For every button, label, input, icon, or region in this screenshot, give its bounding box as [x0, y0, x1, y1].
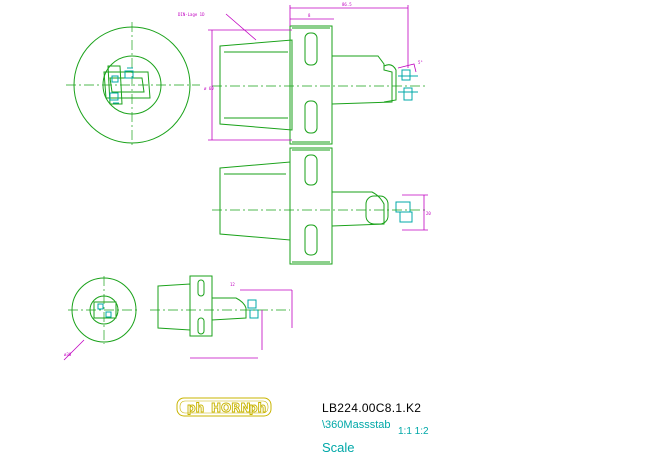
- logo-side-mark-left: ph: [187, 401, 204, 415]
- logo-side-mark-right: ph: [249, 401, 266, 415]
- logo-horn: ph HORN ph: [176, 397, 272, 417]
- end-view-small: ø30: [63, 276, 140, 361]
- scale-note: \360Massstab: [322, 419, 390, 431]
- end-view-large: [66, 22, 200, 148]
- dim-offset: 20: [426, 211, 431, 216]
- dim-shank-dia: ø 60: [204, 86, 214, 91]
- dim-small-length: 12: [230, 282, 235, 287]
- side-view-main: 86.5 8 ø 60 DIN-Lage 1D 5°: [178, 2, 426, 145]
- leader-text: DIN-Lage 1D: [178, 12, 205, 17]
- dim-overall-length: 86.5: [342, 2, 352, 7]
- dim-small-dia: ø30: [64, 352, 72, 357]
- side-view-small: 12: [150, 275, 293, 359]
- scale-label: Scale: [322, 440, 355, 455]
- side-view-secondary: 20: [212, 147, 431, 265]
- dim-angle: 5°: [418, 60, 423, 65]
- part-number: LB224.00C8.1.K2: [322, 401, 421, 415]
- logo-brand-text: HORN: [211, 401, 251, 415]
- dim-flange: 8: [308, 13, 311, 18]
- scale-values: 1:1 1:2: [398, 426, 429, 437]
